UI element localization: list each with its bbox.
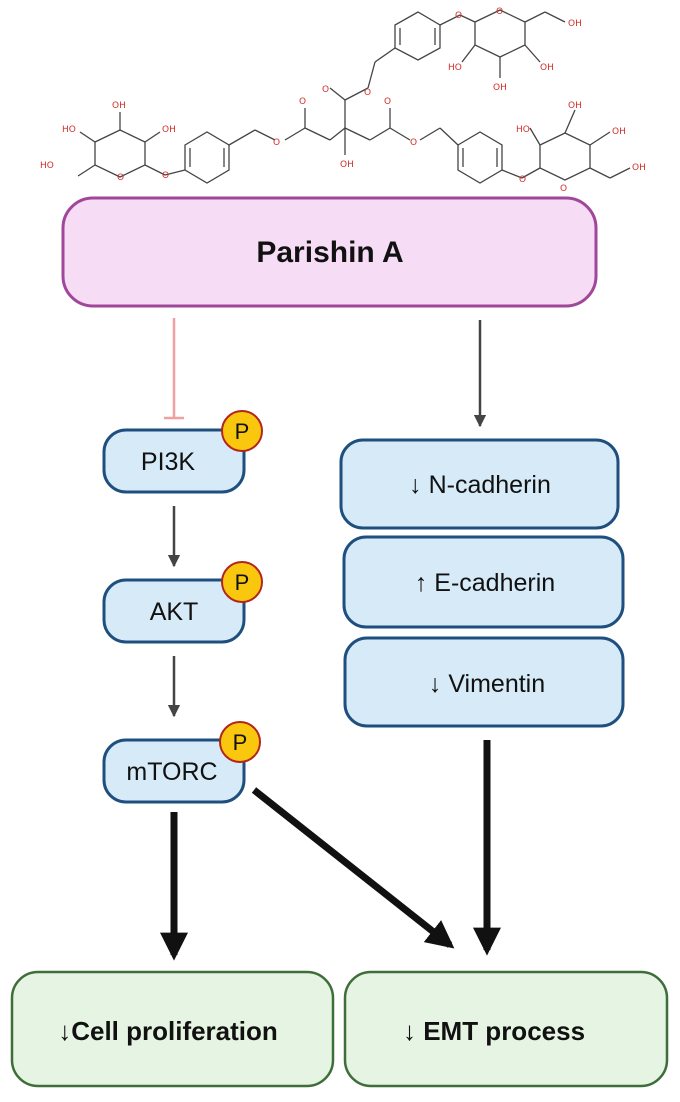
svg-text:O: O xyxy=(410,138,417,148)
svg-text:OH: OH xyxy=(568,19,582,29)
svg-text:↓Cell proliferation: ↓Cell proliferation xyxy=(58,1016,278,1046)
marker-arrow: ↓ xyxy=(409,471,422,499)
svg-text:OH: OH xyxy=(493,83,507,93)
inhibition-connector xyxy=(164,318,184,420)
svg-text:O: O xyxy=(496,7,503,17)
marker-n-cadherin: ↓ N-cadherin xyxy=(339,438,620,530)
svg-text:↑ E-cadherin: ↑ E-cadherin xyxy=(415,569,555,597)
svg-text:↓ Vimentin: ↓ Vimentin xyxy=(429,670,545,698)
svg-text:O: O xyxy=(273,138,280,148)
marker-e-cadherin: ↑ E-cadherin xyxy=(342,535,625,629)
outcome-label: Cell proliferation xyxy=(71,1016,278,1046)
phospho-badge-pi3k xyxy=(221,410,263,452)
outcome-label: EMT process xyxy=(423,1016,585,1046)
svg-text:OH: OH xyxy=(340,160,354,170)
svg-text:↓ N-cadherin: ↓ N-cadherin xyxy=(409,471,551,499)
arrow-mtorc-emt xyxy=(251,787,455,949)
outcome-cell-proliferation: ↓Cell proliferation xyxy=(10,970,335,1088)
svg-text:OH: OH xyxy=(612,127,626,137)
svg-text:OH: OH xyxy=(162,125,176,135)
svg-text:O: O xyxy=(117,173,124,183)
marker-label: E-cadherin xyxy=(434,569,555,597)
phospho-badge-mtorc xyxy=(219,721,261,763)
svg-text:O: O xyxy=(560,184,567,194)
outcome-arrow: ↓ xyxy=(403,1016,416,1046)
pi3k-node: PI3K P xyxy=(102,410,263,494)
marker-arrow: ↓ xyxy=(429,670,442,698)
svg-text:HO: HO xyxy=(40,161,54,171)
phospho-label-mtorc: P xyxy=(233,730,248,755)
svg-text:O: O xyxy=(162,171,169,181)
parishin-a-box: Parishin A xyxy=(61,196,598,308)
mtorc-node: mTORC P xyxy=(102,721,261,804)
svg-text:OH: OH xyxy=(632,163,646,173)
phospho-label-pi3k: P xyxy=(235,419,250,444)
svg-text:O: O xyxy=(364,88,371,98)
svg-text:O: O xyxy=(519,175,526,185)
mtorc-label: mTORC xyxy=(126,758,217,786)
phospho-label-akt: P xyxy=(235,570,250,595)
svg-text:O: O xyxy=(384,97,391,107)
marker-vimentin: ↓ Vimentin xyxy=(343,636,625,728)
outcome-emt-process: ↓ EMT process xyxy=(343,970,669,1088)
svg-text:↓ EMT process: ↓ EMT process xyxy=(403,1016,585,1046)
marker-label: Vimentin xyxy=(448,670,545,698)
marker-label: N-cadherin xyxy=(429,471,551,499)
svg-text:OH: OH xyxy=(112,101,126,111)
akt-node: AKT P xyxy=(102,561,263,644)
svg-text:HO: HO xyxy=(448,63,462,73)
akt-label: AKT xyxy=(150,598,199,626)
parishin-a-label: Parishin A xyxy=(256,236,403,269)
svg-text:O: O xyxy=(455,11,462,21)
parishin-chemical-structure: OH HO OH HO O O O O OH O O O O O O OH HO… xyxy=(40,7,646,194)
svg-text:O: O xyxy=(299,97,306,107)
svg-text:OH: OH xyxy=(540,63,554,73)
svg-text:O: O xyxy=(322,85,329,95)
phospho-badge-akt xyxy=(221,561,263,603)
svg-text:HO: HO xyxy=(62,125,76,135)
svg-text:HO: HO xyxy=(516,125,530,135)
svg-text:OH: OH xyxy=(568,101,582,111)
outcome-arrow: ↓ xyxy=(58,1016,71,1046)
marker-arrow: ↑ xyxy=(415,569,428,597)
pi3k-label: PI3K xyxy=(141,448,196,476)
